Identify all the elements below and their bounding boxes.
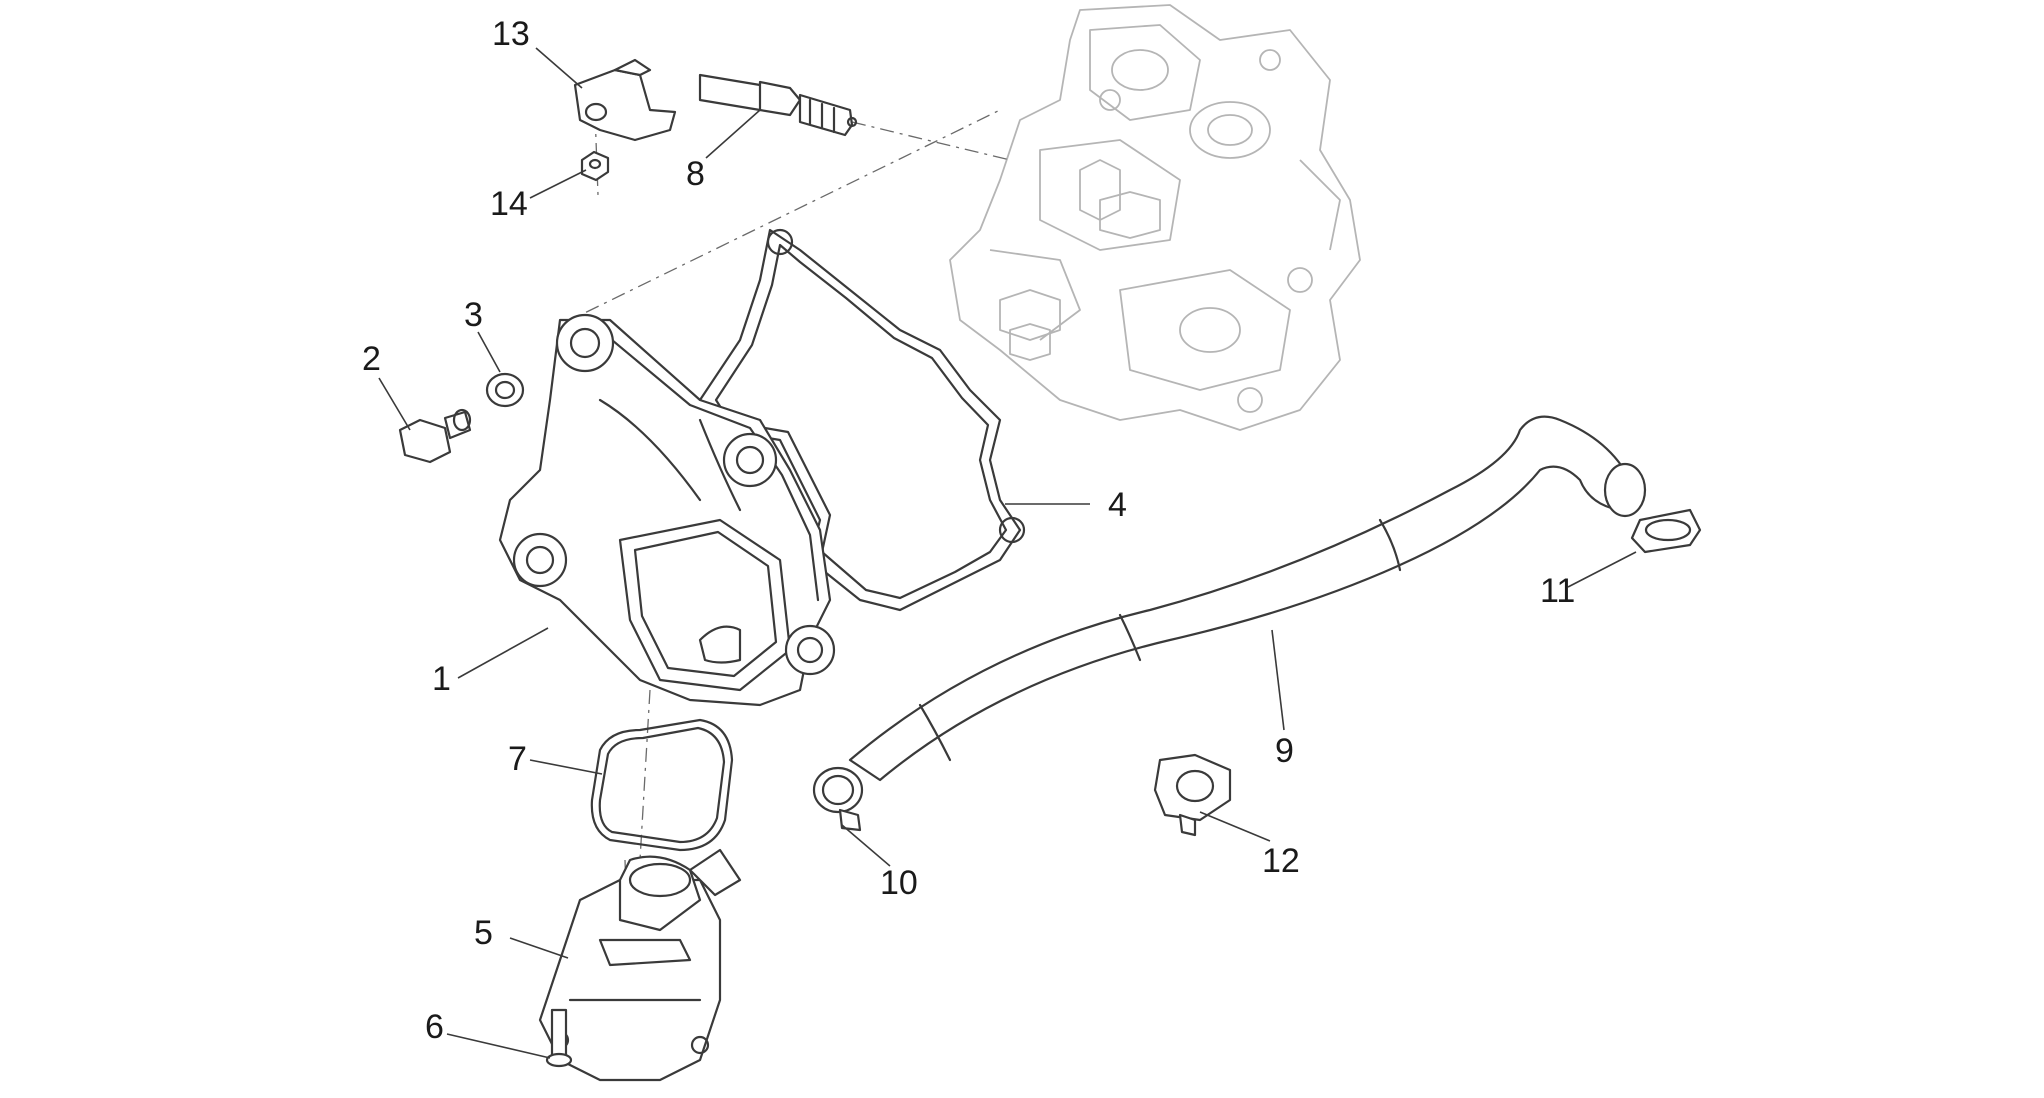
callout-11: 11 <box>1540 572 1575 610</box>
callout-4: 4 <box>1108 486 1127 524</box>
hose-clamp-lower <box>812 766 864 832</box>
breather-hose <box>848 415 1647 782</box>
callout-10: 10 <box>880 864 918 902</box>
cover-bolt <box>398 408 472 464</box>
callout-9: 9 <box>1275 732 1294 770</box>
housing-screw <box>545 1008 573 1068</box>
callout-7: 7 <box>508 740 527 778</box>
leader-lines <box>378 47 1637 1059</box>
seal-ring <box>590 718 734 852</box>
callout-14: 14 <box>490 185 528 223</box>
hose-clip <box>1153 753 1232 837</box>
plug-bracket <box>573 58 677 142</box>
callout-8: 8 <box>686 155 705 193</box>
valve-cover <box>498 313 836 707</box>
callout-3: 3 <box>464 296 483 334</box>
callout-13: 13 <box>492 15 530 53</box>
hose-clamp-upper <box>1630 508 1702 554</box>
callout-12: 12 <box>1262 842 1300 880</box>
breather-housing <box>538 848 742 1082</box>
callout-5: 5 <box>474 914 493 952</box>
bracket-nut <box>580 150 610 182</box>
callout-1: 1 <box>432 660 451 698</box>
spark-plug <box>698 73 858 137</box>
washer <box>485 372 525 408</box>
callout-labels: 1 2 3 4 5 6 7 8 9 10 11 12 13 14 <box>362 15 1575 1046</box>
callout-6: 6 <box>425 1008 444 1046</box>
cylinder-head-ghost <box>949 4 1361 431</box>
callout-2: 2 <box>362 340 381 378</box>
